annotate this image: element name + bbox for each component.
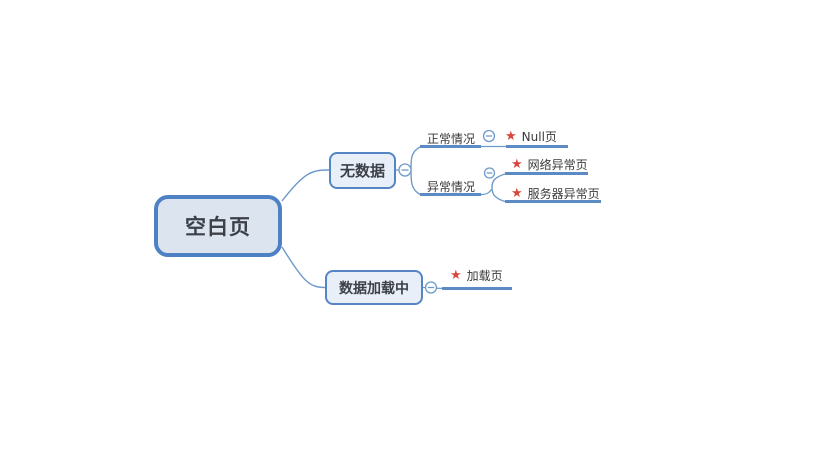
connector-error-to-brace <box>480 189 492 196</box>
collapse-button-no-data[interactable] <box>398 163 412 177</box>
brace-no-data-children <box>410 146 421 196</box>
leaf-topic-server-error-page[interactable]: ★ 服务器异常页 <box>511 185 600 202</box>
leaf-topic-null-page[interactable]: ★ Null页 <box>505 128 557 145</box>
leaf-topic-label: 加载页 <box>466 269 503 283</box>
collapse-button-loading[interactable] <box>424 281 438 294</box>
subtopic-normal-case[interactable]: 正常情况 <box>427 132 476 146</box>
collapse-button-normal-case[interactable] <box>482 129 496 143</box>
leaf-topic-label: Null页 <box>521 130 557 144</box>
star-icon: ★ <box>511 186 523 201</box>
root-topic-blank-page[interactable]: 空白页 <box>154 195 282 257</box>
branch-topic-label: 数据加载中 <box>339 280 409 297</box>
leaf-topic-loading-page[interactable]: ★ 加载页 <box>450 267 503 284</box>
root-topic-label: 空白页 <box>185 215 251 239</box>
leaf-topic-label: 服务器异常页 <box>527 187 600 201</box>
collapse-button-error-case[interactable] <box>483 167 496 179</box>
branch-curve-root-to-no-data <box>281 169 330 202</box>
leaf-topic-network-error-page[interactable]: ★ 网络异常页 <box>511 156 588 173</box>
brace-error-children <box>491 173 506 203</box>
star-icon: ★ <box>450 268 462 283</box>
star-icon: ★ <box>505 129 517 144</box>
branch-topic-no-data[interactable]: 无数据 <box>329 152 396 189</box>
branch-topic-label: 无数据 <box>339 162 385 180</box>
leaf-topic-label: 网络异常页 <box>527 158 588 172</box>
branch-topic-loading[interactable]: 数据加载中 <box>325 270 423 305</box>
star-icon: ★ <box>511 157 523 172</box>
subtopic-error-case[interactable]: 异常情况 <box>427 180 476 194</box>
branch-curve-root-to-loading <box>281 246 326 289</box>
